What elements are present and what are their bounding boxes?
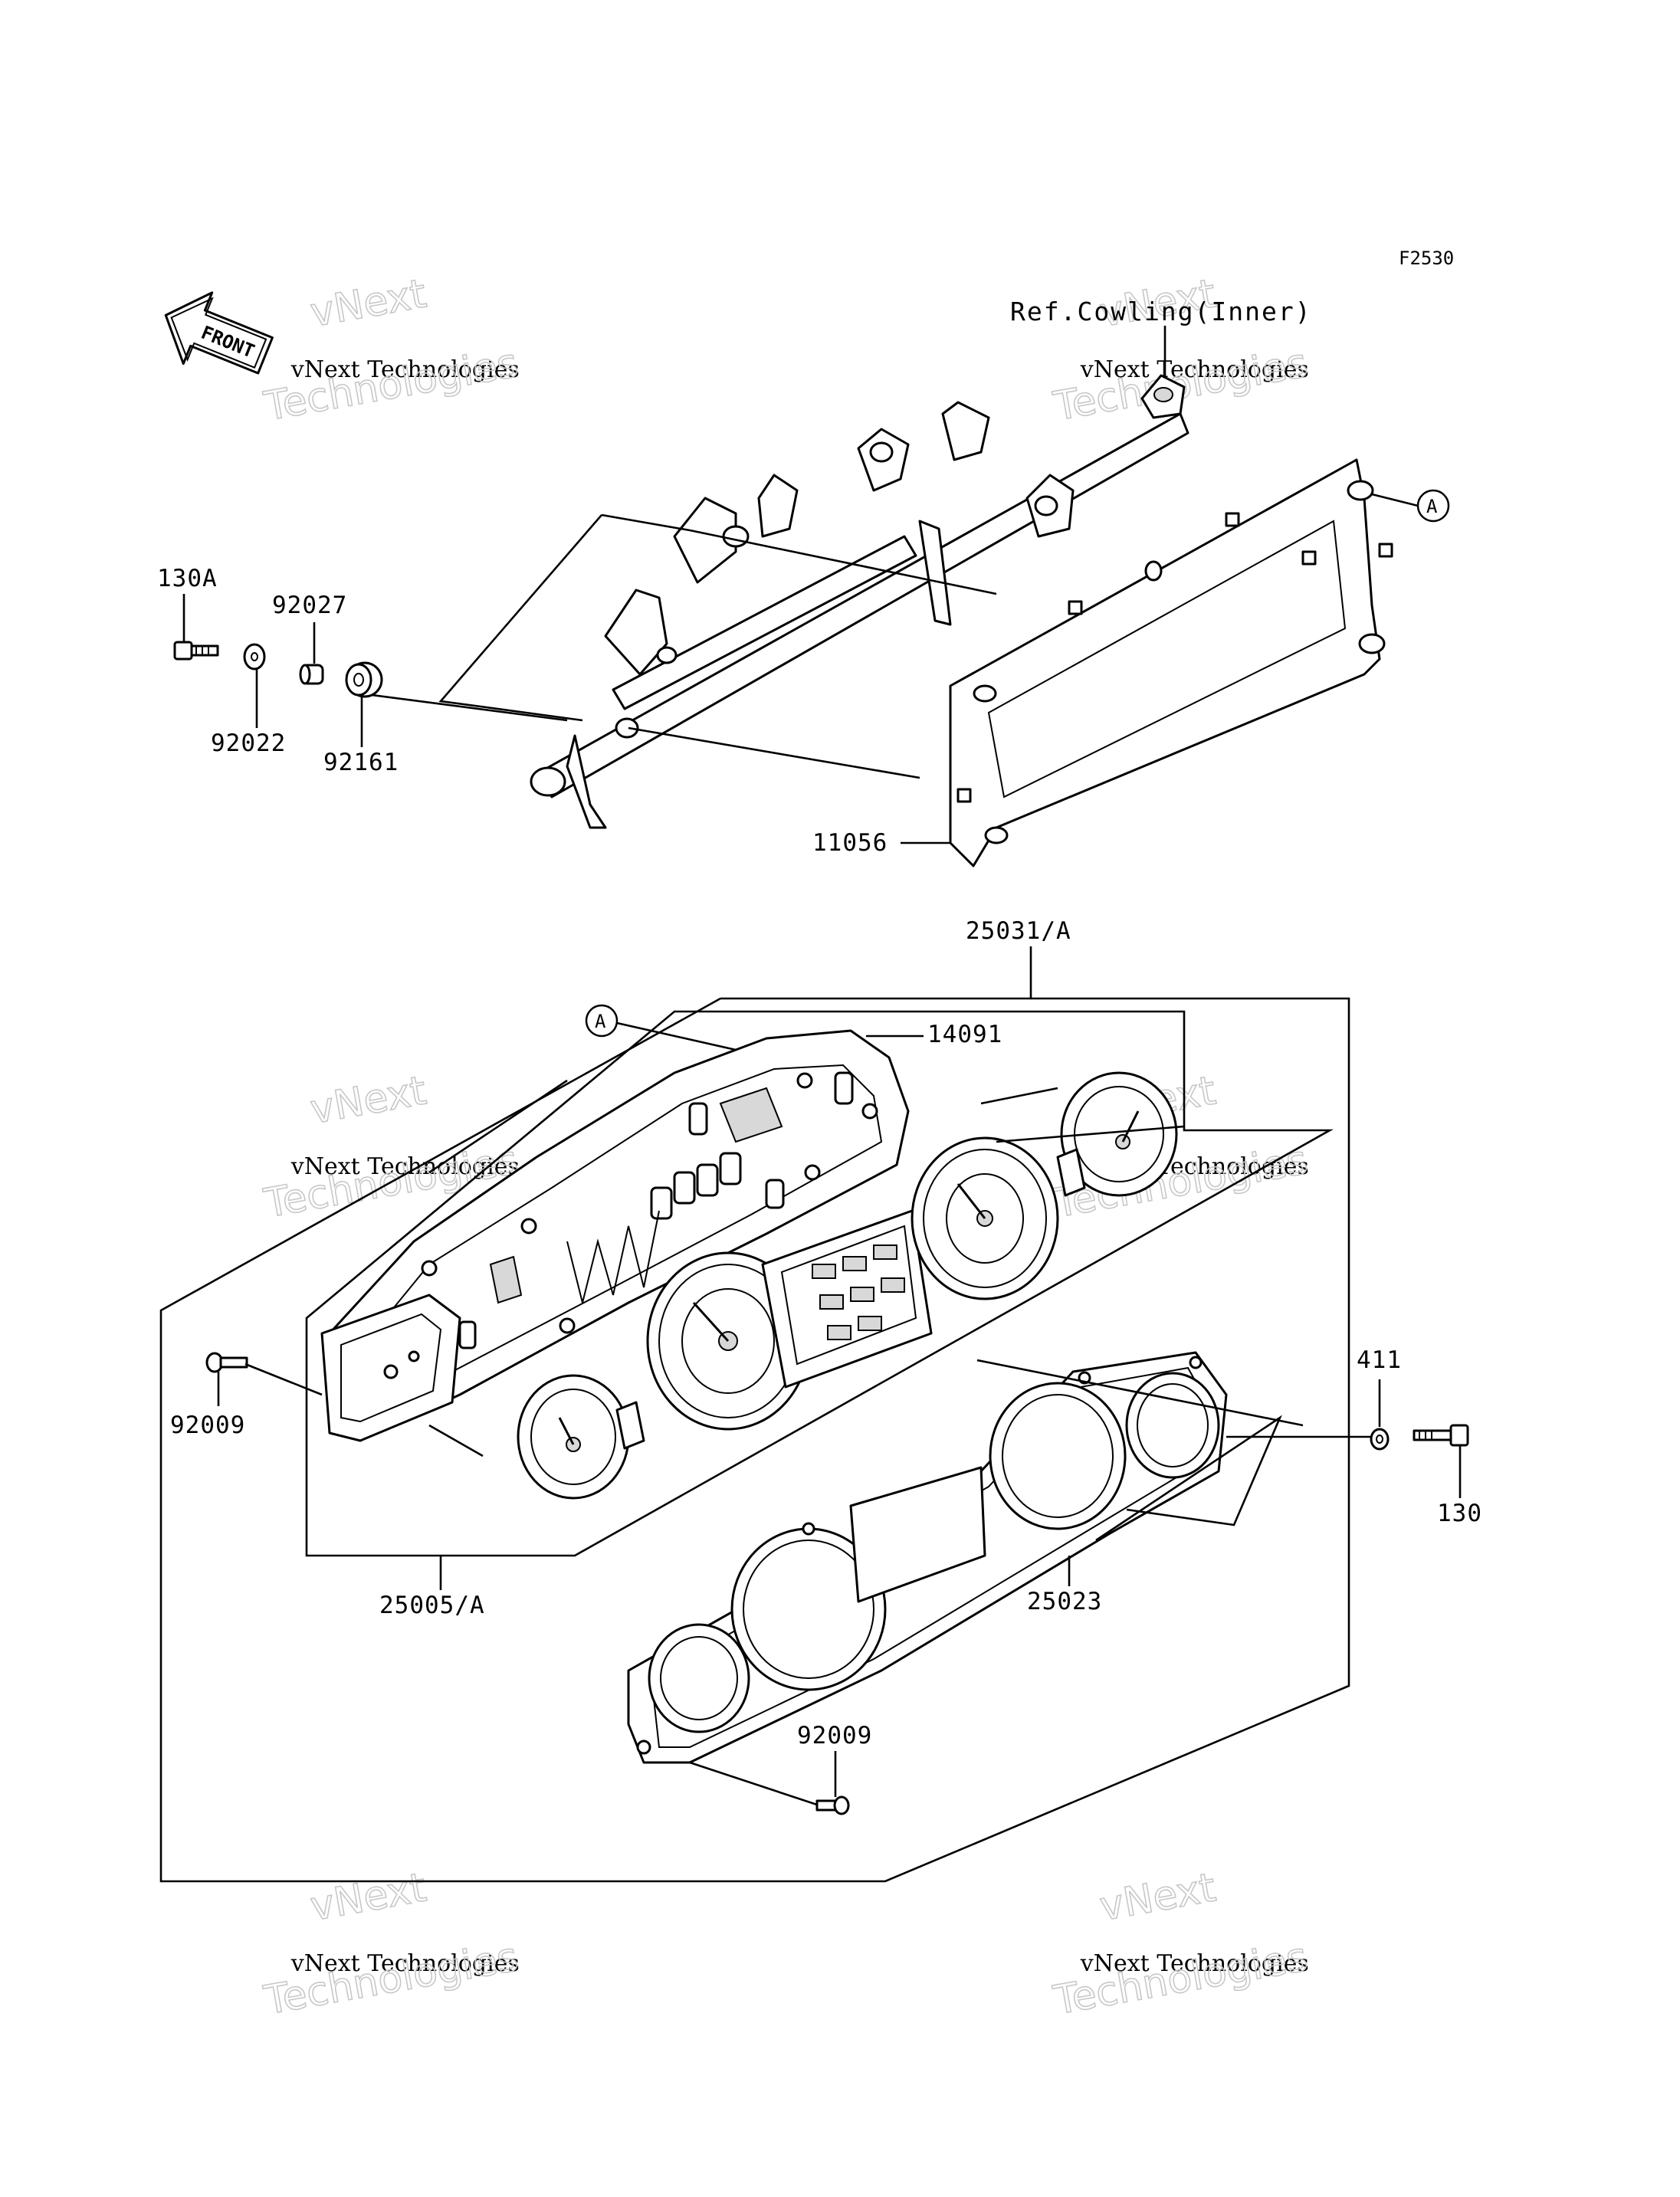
bolt-130a <box>173 641 219 661</box>
part-label-25023: 25023 <box>1027 1588 1102 1615</box>
leader-line <box>1095 1415 1282 1542</box>
watermark-outline-text: Technologies <box>261 340 521 430</box>
meter-cover-panel <box>627 1351 1228 1764</box>
leader-line <box>244 1362 323 1396</box>
front-arrow-icon: FRONT <box>164 291 274 375</box>
part-label-130a: 130A <box>157 565 218 592</box>
leader-line <box>976 1359 1304 1427</box>
bracket-plate <box>949 458 1393 867</box>
part-label-92027: 92027 <box>272 592 347 619</box>
leader-line <box>628 726 920 779</box>
part-label-130: 130 <box>1437 1500 1482 1527</box>
leader-line <box>980 1087 1058 1105</box>
figure-code: F2530 <box>1399 248 1454 269</box>
part-label-92161: 92161 <box>323 749 399 776</box>
watermark-mid-text: vNext Technologies <box>1080 1950 1309 1977</box>
watermark-bottom-right: vNext vNext Technologies Technologies <box>1049 1864 1311 2025</box>
leader-line <box>438 514 602 722</box>
part-label-92009-bottom: 92009 <box>797 1722 872 1749</box>
callout-a-label: A <box>1426 496 1438 517</box>
leader-line <box>601 513 691 532</box>
watermark-outline-text: Technologies <box>261 1934 521 2024</box>
callout-a-label: A <box>595 1011 606 1032</box>
collar-92027 <box>299 664 324 685</box>
watermark-top-left: vNext vNext Technologies Technologies <box>260 271 522 431</box>
watermark-top-text: vNext <box>307 271 430 336</box>
watermark-mid-text: vNext Technologies <box>290 1153 520 1180</box>
part-label-25031a: 25031/A <box>966 917 1071 945</box>
leader-line <box>428 1079 568 1174</box>
part-label-11056: 11056 <box>812 829 888 857</box>
leader-line <box>996 1125 1185 1143</box>
meter-case-side <box>320 1294 461 1442</box>
screw-92009-left <box>205 1352 248 1373</box>
leader-line <box>359 692 568 722</box>
watermark-mid-text: vNext Technologies <box>1080 356 1309 383</box>
meter-case <box>328 1029 910 1442</box>
callout-a-mid: A <box>585 1004 737 1051</box>
leader-line <box>428 1424 484 1458</box>
watermark-bottom-left: vNext vNext Technologies Technologies <box>260 1864 522 2025</box>
part-label-25005a: 25005/A <box>379 1592 485 1619</box>
fuel-gauge <box>517 1374 645 1500</box>
assembly-bracket <box>159 997 1350 1883</box>
socket-pegs <box>435 1071 854 1361</box>
part-label-92009-left: 92009 <box>170 1412 245 1439</box>
grommet-92161 <box>345 661 383 698</box>
watermark-top-text: vNext <box>1097 1864 1219 1930</box>
watermark-mid-text: vNext Technologies <box>290 1950 520 1977</box>
watermark-top-text: vNext <box>307 1864 430 1930</box>
screw-92009-bottom <box>815 1795 850 1815</box>
part-label-14091: 14091 <box>927 1021 1002 1048</box>
leader-line <box>689 529 997 595</box>
watermark-outline-text: Technologies <box>1050 1934 1311 2024</box>
reference-note: Ref.Cowling(Inner) <box>1010 297 1312 326</box>
temp-gauge <box>1056 1071 1178 1197</box>
part-label-92022: 92022 <box>211 730 286 757</box>
part-label-411: 411 <box>1357 1346 1402 1374</box>
frame-pipe <box>530 374 1189 829</box>
bolt-130 <box>1413 1424 1469 1447</box>
watermark-mid-text: vNext Technologies <box>290 356 520 383</box>
callout-a-top: A <box>1371 489 1450 523</box>
leader-line <box>720 946 1032 1000</box>
leader-line <box>689 1761 825 1808</box>
indicator-panel <box>761 1209 933 1389</box>
subassembly-bracket <box>305 1010 1334 1557</box>
washer-411 <box>1370 1428 1390 1451</box>
tachometer-dial <box>911 1136 1059 1300</box>
washer-92022 <box>243 643 266 671</box>
watermark-top-text: vNext <box>307 1067 430 1133</box>
